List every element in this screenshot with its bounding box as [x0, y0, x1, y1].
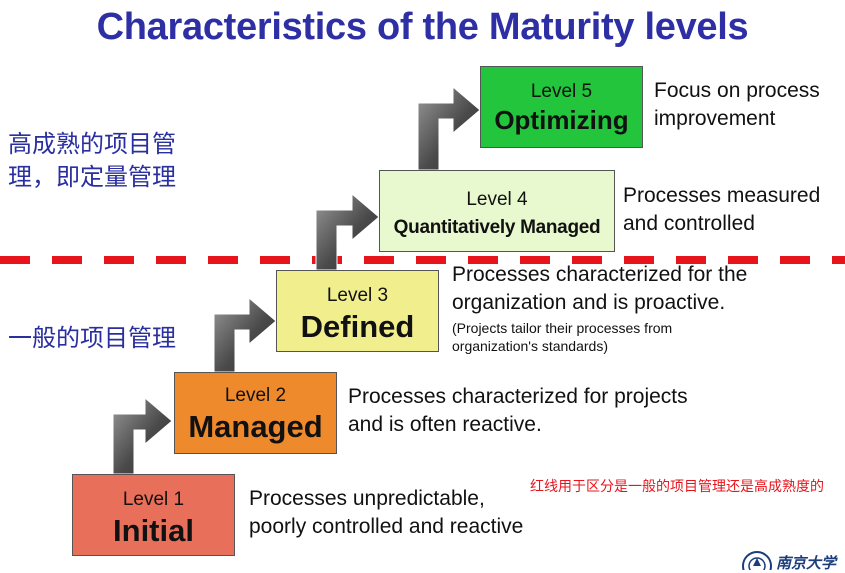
level-1-name: Initial — [113, 513, 194, 548]
university-logo-icon — [742, 551, 772, 570]
step-arrow-2-icon — [213, 296, 277, 373]
level-5-desc-line-2: improvement — [654, 107, 776, 130]
level-3-name: Defined — [300, 309, 415, 344]
step-arrow-4-icon — [417, 85, 481, 171]
level-2-desc-line-2: and is often reactive. — [348, 413, 542, 436]
level-1-description: Processes unpredictable, poorly controll… — [249, 485, 523, 541]
level-3-desc-line-1: Processes characterized for the — [452, 263, 748, 286]
page-title: Characteristics of the Maturity levels — [96, 6, 749, 48]
university-logo-text: 南京大学 — [776, 554, 837, 572]
level-3-desc-line-2: organization and is proactive. — [452, 291, 726, 314]
level-4-desc-line-1: Processes measured — [623, 184, 821, 207]
level-5-description: Focus on process improvement — [654, 77, 820, 133]
level-4-number: Level 4 — [466, 189, 528, 210]
level-2-name: Managed — [188, 409, 323, 444]
level-5-name: Optimizing — [494, 105, 629, 135]
divider-dashed-line — [0, 256, 845, 264]
level-4-box: Level 4 Quantitatively Managed — [379, 170, 615, 252]
level-4-name: Quantitatively Managed — [393, 217, 601, 238]
level-2-box: Level 2 Managed — [174, 372, 337, 454]
level-1-number: Level 1 — [122, 489, 185, 510]
step-arrow-1-icon — [112, 396, 173, 475]
upper-label-line-2: 理，即定量管理 — [8, 163, 176, 191]
level-3-note-line-1: (Projects tailor their processes from — [452, 320, 673, 336]
level-2-number: Level 2 — [224, 385, 287, 406]
level-3-description: Processes characterized for the organiza… — [452, 261, 747, 355]
level-4-desc-line-2: and controlled — [623, 212, 755, 235]
step-arrow-3-icon — [315, 192, 380, 271]
level-1-box: Level 1 Initial — [72, 474, 235, 556]
lower-label: 一般的项目管理 — [8, 324, 176, 352]
level-2-desc-line-1: Processes characterized for projects — [348, 385, 688, 408]
level-1-desc-line-1: Processes unpredictable, — [249, 487, 485, 510]
level-5-desc-line-1: Focus on process — [654, 79, 820, 102]
upper-label-line-1: 高成熟的项目管 — [8, 130, 176, 158]
level-3-note-line-2: organization's standards) — [452, 338, 608, 354]
red-line-note: 红线用于区分是一般的项目管理还是高成熟度的 — [530, 479, 824, 495]
level-2-description: Processes characterized for projects and… — [348, 383, 688, 439]
upper-label: 高成熟的项目管 理，即定量管理 — [8, 128, 176, 194]
level-3-number: Level 3 — [326, 285, 389, 306]
level-5-box: Level 5 Optimizing — [480, 66, 643, 148]
level-4-description: Processes measured and controlled — [623, 182, 820, 238]
level-5-number: Level 5 — [530, 81, 593, 102]
level-3-box: Level 3 Defined — [276, 270, 439, 352]
level-1-desc-line-2: poorly controlled and reactive — [249, 515, 524, 538]
